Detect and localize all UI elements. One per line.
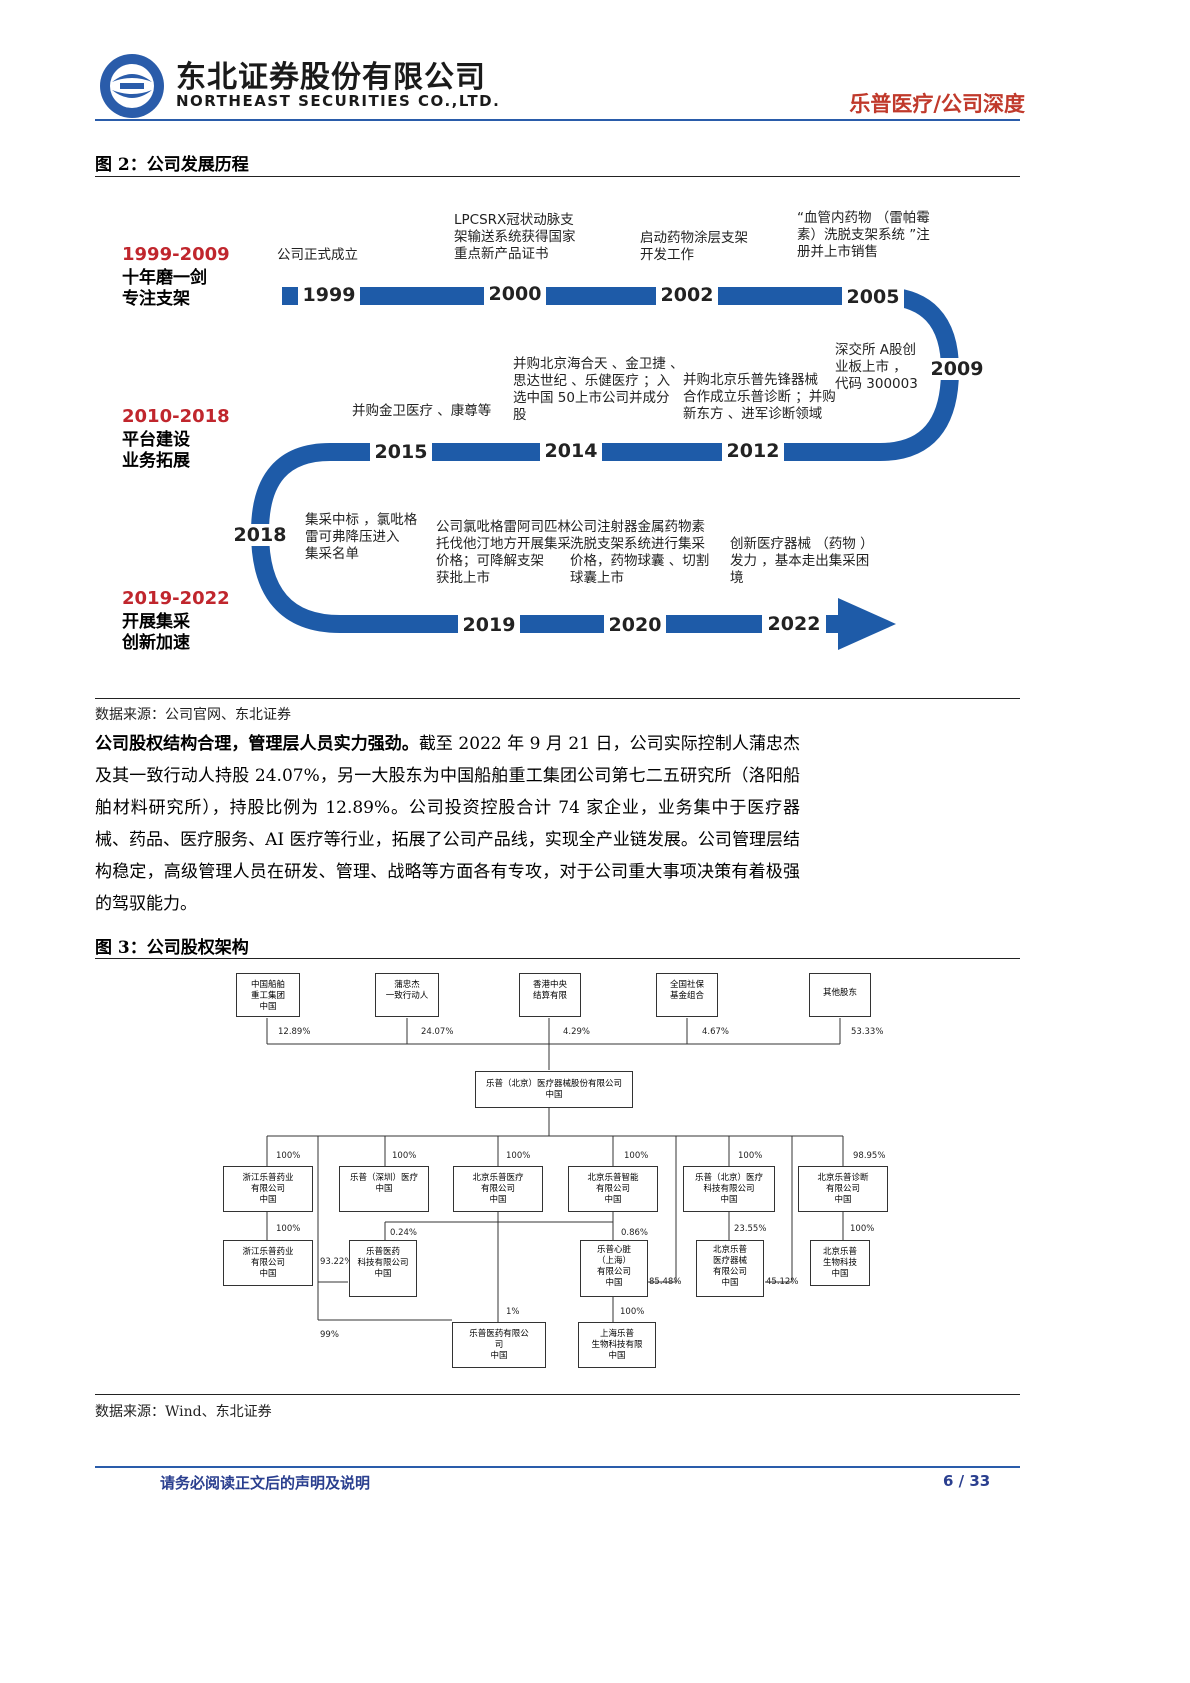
parent-company-box: 乐普（北京）医疗器械股份有限公司 中国 [475, 1071, 633, 1108]
pct-label: 100% [738, 1151, 763, 1161]
era-desc-3a: 开展集采 [122, 612, 190, 632]
pct-label: 100% [276, 1224, 301, 1234]
era-desc-3b: 创新加速 [122, 633, 190, 653]
pct-label: 85.48% [649, 1277, 682, 1287]
subsidiary-box: 浙江乐普药业 有限公司 中国 [223, 1166, 313, 1212]
pct-label: 100% [850, 1224, 875, 1234]
pct-label: 12.89% [278, 1027, 311, 1037]
event-2009: 深交所 A股创 业板上市 ， 代码 300003 [835, 342, 918, 392]
pct-label: 0.86% [621, 1228, 649, 1238]
subsidiary-box: 乐普（深圳）医疗 中国 [339, 1166, 429, 1212]
year-2014: 2014 [540, 440, 602, 462]
page-number: 6 / 33 [943, 1472, 991, 1490]
event-2020: 公司注射器金属药物素 洗脱支架系统进行集采 价格，药物球囊 、切割 球囊上市 [570, 519, 710, 586]
era-desc-1a: 十年磨一剑 [122, 268, 207, 288]
year-2012: 2012 [722, 440, 784, 462]
pct-label: 99% [320, 1330, 339, 1340]
header: 东北证券股份有限公司 NORTHEAST SECURITIES CO.,LTD.… [0, 0, 1190, 120]
event-2022: 创新医疗器械 （药物 ） 发力 ，基本走出集采困 境 [730, 536, 874, 586]
shareholder-box: 蒲忠杰 一致行动人 [375, 973, 439, 1017]
subsidiary-box: 北京乐普医疗 有限公司 中国 [453, 1166, 543, 1212]
pct-label: 45.12% [766, 1277, 799, 1287]
event-2018: 集采中标 ，氯吡格 雷可弗降压进入 集采名单 [305, 512, 418, 562]
pct-label: 100% [624, 1151, 649, 1161]
header-divider [95, 119, 1020, 121]
year-2005: 2005 [842, 286, 904, 308]
year-2015: 2015 [370, 441, 432, 463]
figure3-bottom-rule [95, 1394, 1020, 1395]
figure3-source: 数据来源：Wind、东北证券 [95, 1404, 272, 1420]
level3-box: 乐普心脏 （上海） 有限公司 中国 [580, 1240, 648, 1297]
event-2000: LPCSRX冠状动脉支 架输送系统获得国家 重点新产品证书 [454, 212, 576, 262]
level3-box: 浙江乐普药业 有限公司 中国 [223, 1240, 313, 1286]
body-paragraph: 公司股权结构合理，管理层人员实力强劲。截至 2022 年 9 月 21 日，公司… [95, 728, 800, 920]
pct-label: 0.24% [390, 1228, 418, 1238]
level3-box: 乐普医药 科技有限公司 中国 [349, 1240, 417, 1297]
era-period-2: 2010-2018 [122, 406, 230, 427]
figure2-source: 数据来源：公司官网、东北证券 [95, 707, 291, 723]
shareholder-box: 香港中央 结算有限 [519, 973, 581, 1017]
event-2002: 启动药物涂层支架 开发工作 [640, 230, 748, 263]
subsidiary-box: 北京乐普智能 有限公司 中国 [568, 1166, 658, 1212]
year-2000: 2000 [484, 283, 546, 305]
pct-label: 93.22% [320, 1257, 353, 1267]
pct-label: 24.07% [421, 1027, 454, 1037]
footer-disclaimer: 请务必阅读正文后的声明及说明 [160, 1474, 371, 1492]
pct-label: 1% [506, 1307, 520, 1317]
event-2019: 公司氯吡格雷阿司匹林 托伐他汀地方开展集采 价格；可降解支架 获批上市 [436, 519, 571, 586]
era-desc-1b: 专注支架 [122, 289, 190, 309]
shareholder-box: 其他股东 [809, 973, 871, 1017]
event-2005: “血管内药物 （雷帕霉 素）洗脱支架系统 ”注 册并上市销售 [797, 210, 930, 260]
era-desc-2b: 业务拓展 [122, 451, 190, 471]
paragraph-rest: 截至 2022 年 9 月 21 日，公司实际控制人蒲忠杰及其一致行动人持股 2… [95, 734, 801, 914]
subsidiary-box: 北京乐普诊断 有限公司 中国 [798, 1166, 888, 1212]
level4-box: 乐普医药有限公 司 中国 [452, 1322, 546, 1368]
event-2014: 并购北京海合天 、金卫捷 、 思达世纪 、乐健医疗 ；入 选中国 50上市公司并… [513, 356, 684, 423]
pct-label: 53.33% [851, 1027, 884, 1037]
level3-box: 北京乐普 生物科技 中国 [810, 1240, 870, 1286]
subsidiary-box: 乐普（北京）医疗 科技有限公司 中国 [683, 1166, 775, 1212]
era-desc-2a: 平台建设 [122, 430, 190, 450]
year-2020: 2020 [604, 614, 666, 636]
pct-label: 4.29% [563, 1027, 591, 1037]
year-2019: 2019 [458, 614, 520, 636]
company-name-en: NORTHEAST SECURITIES CO.,LTD. [176, 92, 501, 110]
level4-box: 上海乐普 生物科技有限 中国 [578, 1322, 656, 1368]
event-1999: 公司正式成立 [277, 247, 358, 263]
event-2012: 并购北京乐普先锋器械 合作成立乐普诊断 ；并购 新东方 、进军诊断领域 [683, 372, 836, 422]
report-tag: 乐普医疗/公司深度 [849, 92, 1025, 116]
pct-label: 100% [392, 1151, 417, 1161]
year-2002: 2002 [656, 284, 718, 306]
figure2-top-rule [95, 176, 1020, 177]
era-period-3: 2019-2022 [122, 588, 230, 609]
pct-label: 100% [620, 1307, 645, 1317]
year-2018: 2018 [228, 524, 292, 546]
year-1999: 1999 [298, 284, 360, 306]
figure2-bottom-rule [95, 698, 1020, 699]
company-name-cn: 东北证券股份有限公司 [176, 60, 486, 95]
ownership-connectors [266, 1018, 844, 1322]
year-2009: 2009 [924, 358, 990, 380]
pct-label: 98.95% [853, 1151, 886, 1161]
pct-label: 100% [276, 1151, 301, 1161]
year-2022: 2022 [762, 613, 826, 635]
figure3-title: 图 3：公司股权架构 [95, 938, 249, 958]
pct-label: 4.67% [702, 1027, 730, 1037]
company-logo-icon [100, 54, 164, 118]
figure2-title: 图 2：公司发展历程 [95, 155, 249, 175]
figure3-top-rule [95, 958, 1020, 959]
event-2015: 并购金卫医疗 、康尊等 [352, 403, 492, 419]
pct-label: 23.55% [734, 1224, 767, 1234]
shareholder-box: 全国社保 基金组合 [656, 973, 718, 1017]
footer-divider [95, 1466, 1020, 1468]
level3-box: 北京乐普 医疗器械 有限公司 中国 [696, 1240, 764, 1297]
pct-label: 100% [506, 1151, 531, 1161]
paragraph-lead: 公司股权结构合理，管理层人员实力强劲。 [95, 734, 419, 754]
shareholder-box: 中国船舶 重工集团 中国 [236, 973, 300, 1017]
era-period-1: 1999-2009 [122, 244, 230, 265]
